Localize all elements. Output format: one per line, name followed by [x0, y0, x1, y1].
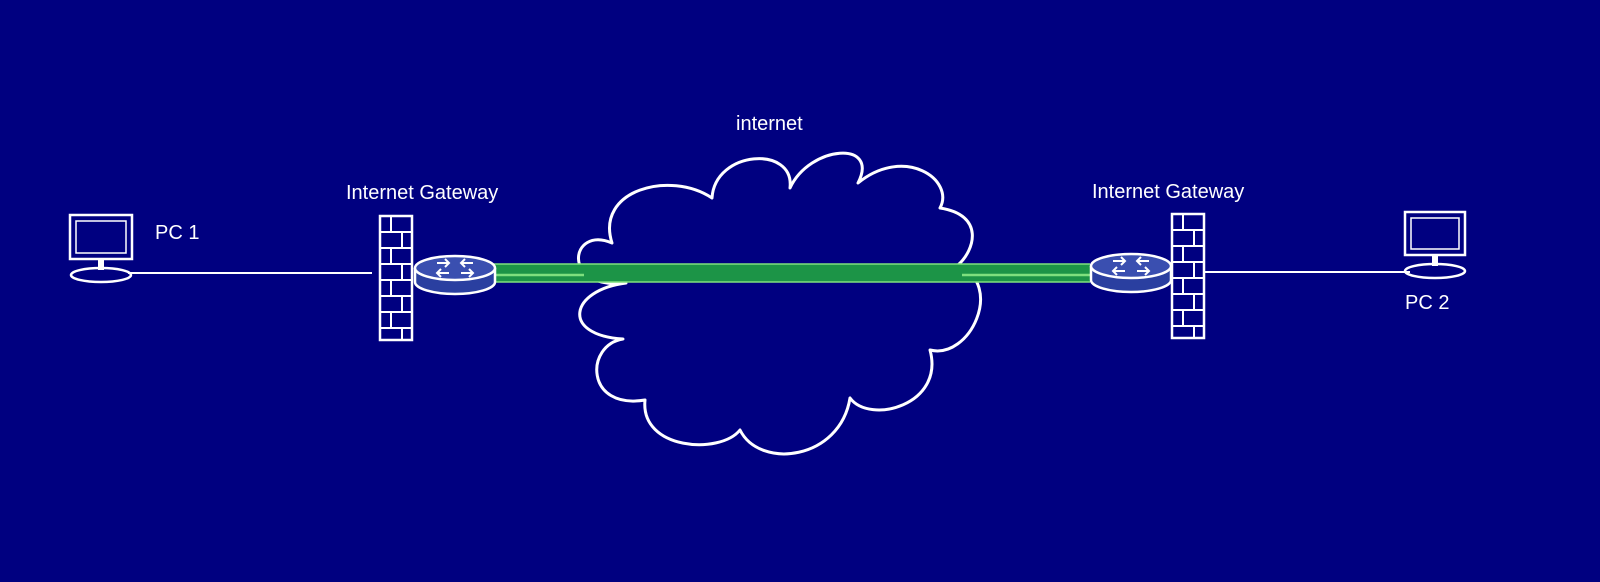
firewall-left-icon	[378, 214, 414, 342]
label-pc2: PC 2	[1405, 292, 1449, 314]
pc2-monitor-icon	[1403, 210, 1467, 280]
firewall-right-icon	[1170, 212, 1206, 340]
pc1-monitor-icon	[68, 213, 134, 284]
label-cloud: internet	[736, 113, 803, 135]
label-gateway-left: Internet Gateway	[346, 182, 498, 204]
internet-cloud-icon	[577, 151, 982, 456]
label-gateway-right: Internet Gateway	[1092, 181, 1244, 203]
router-left-icon	[413, 254, 497, 296]
label-pc1: PC 1	[155, 222, 199, 244]
router-right-icon	[1089, 252, 1173, 294]
tunnel-bar	[490, 264, 1090, 282]
vpn-tunnel	[490, 263, 1090, 283]
